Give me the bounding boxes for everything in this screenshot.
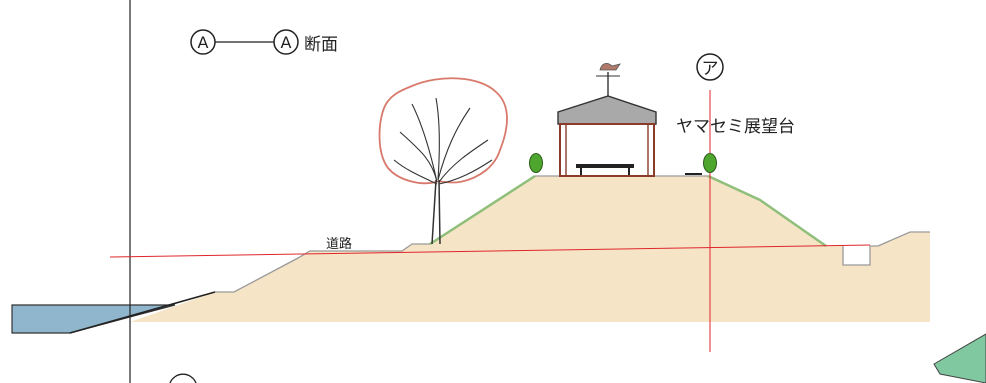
- tree-canopy-outline: [378, 77, 508, 185]
- tree: [378, 77, 508, 245]
- bank-line: [69, 291, 216, 334]
- pavilion-roof: [557, 95, 657, 125]
- section-marker-group: A A 断面: [190, 29, 338, 55]
- road-edge: [842, 231, 930, 266]
- bottom-partial-circle: [169, 373, 197, 383]
- corner-green-shape: [933, 333, 986, 383]
- weather-vane-bird-icon: [599, 62, 621, 71]
- point-marker-circle: [696, 53, 724, 81]
- red-horizontal-line: [109, 244, 871, 258]
- section-marker-right-circle: [273, 29, 299, 55]
- section-marker-left: A: [198, 33, 209, 52]
- observatory-label: ヤマセミ展望台: [676, 117, 795, 137]
- slope-right-grass: [707, 174, 827, 248]
- shrub-left: [529, 153, 543, 173]
- section-marker-right: A: [281, 33, 292, 52]
- pavilion-wall: [559, 123, 655, 177]
- point-marker-label: ア: [702, 59, 719, 79]
- tree-trunk: [431, 179, 441, 245]
- shrub-right: [703, 153, 717, 173]
- section-title: 断面: [304, 35, 338, 55]
- pavilion: [557, 62, 657, 177]
- ground-body: [130, 176, 930, 322]
- ground-outline: [215, 243, 430, 293]
- tree-branches: [393, 97, 493, 185]
- road-label: 道路: [326, 236, 352, 252]
- pavilion-bench: [576, 164, 634, 168]
- slope-left-grass: [429, 174, 536, 246]
